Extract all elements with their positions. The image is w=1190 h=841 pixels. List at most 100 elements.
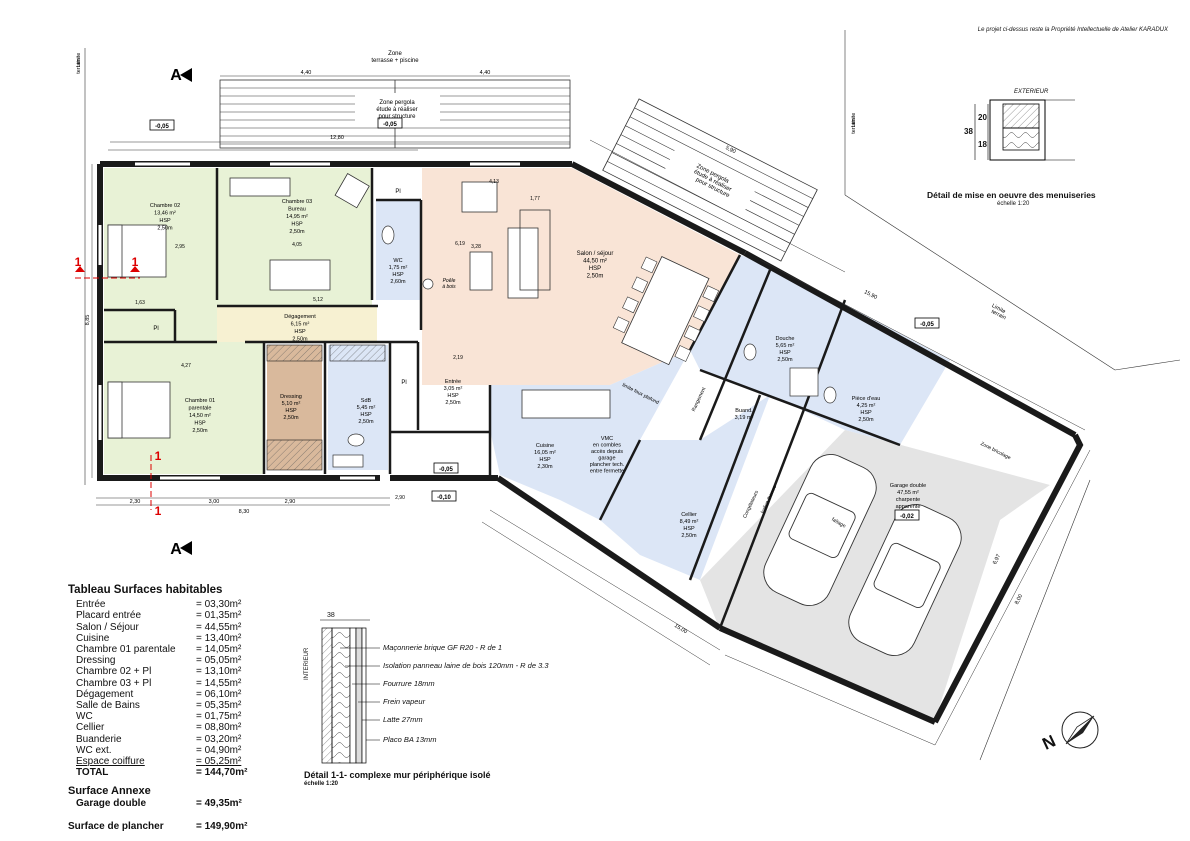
plan-label: 3,00: [209, 499, 220, 505]
plan-label: 15,90: [863, 289, 878, 301]
plan-label: 44,50 m²: [583, 259, 607, 265]
plan-label: HSP: [159, 218, 171, 224]
inner-dim: 1,63: [135, 300, 145, 306]
plan-label: 2,30: [130, 499, 141, 505]
inner-dim: 3,28: [471, 244, 481, 250]
plan-label: Chambre 02: [150, 203, 180, 209]
inner-dim: 2,19: [453, 355, 463, 361]
zone-pergola: pour structure: [378, 114, 416, 120]
plan-label: entre fermette: [590, 469, 624, 475]
plan-label: 2,50m: [777, 357, 793, 363]
plan-label: 2,60m: [390, 279, 406, 285]
plan-label: Entrée: [445, 379, 461, 385]
inner-dim: 4,27: [181, 363, 191, 369]
plan-label: 14,50 m²: [189, 413, 211, 419]
plan-label: 15,00: [673, 623, 688, 635]
sofa-bureau: [269, 259, 331, 291]
plan-label: 2,50m: [858, 417, 874, 423]
plan-label: 4,40: [301, 70, 312, 76]
plan-label: 4,40: [480, 70, 491, 76]
layer-0: Maçonnerie brique GF R20 - R de 1: [383, 643, 503, 652]
menuiserie-detail: [974, 99, 1075, 161]
plan-label: 8,49 m²: [680, 519, 699, 525]
plan-label: 8,85: [85, 315, 91, 326]
plan-label: 5,90: [724, 145, 736, 155]
section-a-top: A: [170, 67, 182, 84]
plan-label: 2,90: [285, 499, 296, 505]
section-a-bottom: A: [170, 541, 182, 558]
plan-label: 3,05 m²: [444, 386, 463, 392]
zone-terrasse: terrasse + piscine: [371, 58, 419, 64]
inner-dim: 6,19: [455, 241, 465, 247]
surface-row: Espace coiffure= 05,25m²: [76, 756, 242, 768]
plan-label: HSP: [285, 408, 297, 414]
plan-label: Congélateurs: [742, 489, 760, 519]
level-value: -0,02: [900, 514, 914, 520]
plan-label: 1,75 m²: [389, 265, 408, 271]
plan-label: 12,80: [330, 135, 344, 141]
level-tags: [149, 117, 940, 521]
surface-row: Chambre 01 parentale= 14,05m²: [76, 644, 242, 656]
exterieur-label: EXTERIEUR: [1014, 89, 1049, 95]
plan-label: charpente: [896, 497, 920, 503]
plan-label: 47,55 m²: [897, 490, 919, 496]
limite-left: terrain: [76, 58, 82, 74]
plan-label: à bois: [442, 284, 456, 290]
plan-label: Chambre 03: [282, 199, 312, 205]
plan-label: Pièce d'eau: [852, 396, 881, 402]
menuiserie-scale: échelle 1:20: [997, 201, 1030, 207]
plan-label: accès depuis: [591, 449, 623, 455]
plan-label: HSP: [291, 222, 303, 228]
plan-label: SdB: [361, 398, 372, 404]
plan-label: Pl: [395, 189, 400, 195]
plan-label: 5,10 m²: [282, 401, 301, 407]
plan-label: en combles: [593, 443, 621, 449]
plan-label: Dressing: [280, 394, 302, 400]
plan-label: apparente: [896, 504, 921, 510]
plan-label: HSP: [294, 329, 306, 335]
section-1-bottom: 1: [155, 504, 162, 518]
limite-right: terrain: [851, 118, 857, 134]
armchair: [461, 181, 498, 213]
annexe-row: Garage double = 49,35m²: [76, 797, 242, 809]
section-markers: [75, 68, 192, 555]
surface-row: Placard entrée= 01,35m²: [76, 610, 242, 622]
detail-dim-18: 18: [978, 140, 987, 149]
layer-3: Frein vapeur: [383, 697, 426, 706]
plan-label: parentale: [189, 406, 212, 412]
plan-label: Cellier: [681, 512, 697, 518]
plan-label: HSP: [194, 421, 206, 427]
plan-label: HSP: [539, 457, 551, 463]
cellier-fill: [600, 395, 770, 580]
plan-label: Buand.: [735, 408, 753, 414]
plan-label: HSP: [683, 526, 695, 532]
plan-label: 8,30: [239, 509, 250, 515]
surface-row: WC ext.= 04,90m²: [76, 744, 242, 756]
zone-bricolage: Zone bricolage: [979, 441, 1011, 461]
plan-label: 6,15 m²: [291, 322, 310, 328]
section-1-top: 1: [155, 449, 162, 463]
plan-label: 14,95 m²: [286, 214, 308, 220]
layer-5: Placo BA 13mm: [383, 735, 437, 744]
plan-label: 2,50m: [681, 533, 697, 539]
surface-row: Cuisine= 13,40m²: [76, 632, 242, 644]
section-1-right: 1: [132, 255, 139, 269]
plan-label: 2,30m: [537, 464, 553, 470]
plan-label: 2,50m: [283, 415, 299, 421]
plan-label: HSP: [589, 266, 601, 272]
plan-label: HSP: [860, 410, 872, 416]
level-value: -0,05: [383, 122, 397, 128]
layer-2: Fourrure 18mm: [383, 679, 435, 688]
inner-dim: 4,05: [292, 242, 302, 248]
desk: [229, 177, 291, 197]
sofa-salon: [507, 227, 539, 299]
plan-label: HSP: [392, 272, 404, 278]
layer-1: Isolation panneau laine de bois 120mm - …: [383, 661, 549, 670]
plan-label: 4,25 m²: [857, 403, 876, 409]
plan-label: 6,97: [992, 553, 1002, 565]
level-value: -0,05: [155, 124, 169, 130]
surfaces-title: Tableau Surfaces habitables: [68, 584, 223, 596]
surface-row: Cellier= 08,80m²: [76, 722, 242, 734]
plancher-row: Surface de plancher = 149,90m²: [68, 820, 248, 832]
